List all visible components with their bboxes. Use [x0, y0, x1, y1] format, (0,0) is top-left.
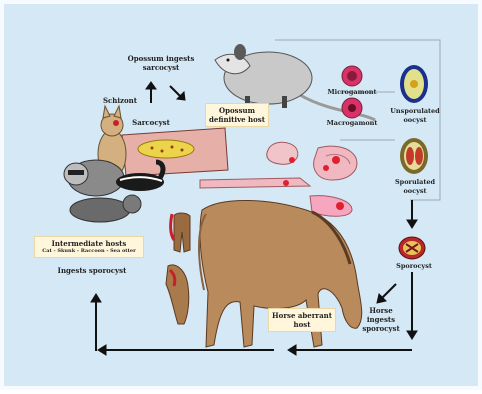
sarcocyst-dot-1 [151, 147, 154, 150]
intermediate-hosts-box: Intermediate hosts Cat - Skunk - Raccoon… [34, 236, 144, 258]
otter-body [70, 198, 130, 222]
sarcocyst-dot-3 [171, 146, 174, 149]
spinal-cross-lesion [336, 202, 344, 210]
label-sarcocyst: Sarcocyst [126, 118, 176, 127]
raccoon-mask [68, 170, 84, 175]
label-opossum-host: Opossum definitive host [205, 103, 269, 127]
horse-rear-view [171, 213, 190, 252]
label-unsporulated-oocyst: Unsporulated oocyst [388, 107, 442, 125]
label-horse-ingests: Horse ingests sporocyst [358, 306, 404, 333]
macrogamont-nucleus [348, 104, 356, 112]
unsporulated-oocyst-core [410, 80, 418, 88]
sarcocyst-muscle [122, 128, 228, 176]
opossum-ear [234, 44, 246, 60]
sarcocyst-dot-4 [181, 149, 184, 152]
opossum-leg-back [282, 96, 287, 108]
label-ingests-sporocyst: Ingests sporocyst [52, 266, 132, 275]
label-sporocyst: Sporocyst [394, 262, 434, 271]
sporulated-oocyst-sporocyst-right [415, 147, 423, 165]
otter-head [123, 195, 141, 213]
cat-infection-spot [113, 120, 119, 126]
label-intermediate-hosts: Intermediate hosts [36, 239, 142, 248]
spinal-lesion [283, 180, 289, 186]
sarcocyst-cyst [138, 140, 194, 158]
microgamont-nucleus [347, 71, 357, 81]
label-macrogamont: Macrogamont [324, 119, 380, 128]
label-intermediate-list: Cat - Skunk - Raccoon - Sea otter [36, 248, 142, 255]
brain-lesion-1 [332, 156, 340, 164]
label-microgamont: Microgamont [326, 88, 378, 97]
brain-lesion-2 [323, 165, 329, 171]
sporulated-oocyst-sporocyst-left [406, 147, 414, 165]
brain-lesion-small [289, 157, 295, 163]
opossum-eye [227, 59, 230, 62]
label-horse-aberrant: Horse aberrant host [268, 308, 336, 332]
sarcocyst-dot-2 [161, 150, 164, 153]
spinal-cord [200, 178, 310, 188]
label-opossum-ingests: Opossum ingests sarcocyst [118, 54, 204, 72]
skunk-body [116, 173, 164, 191]
label-sporulated-oocyst: Sporulated oocyst [392, 178, 438, 196]
label-schizont: Schizont [100, 96, 140, 105]
